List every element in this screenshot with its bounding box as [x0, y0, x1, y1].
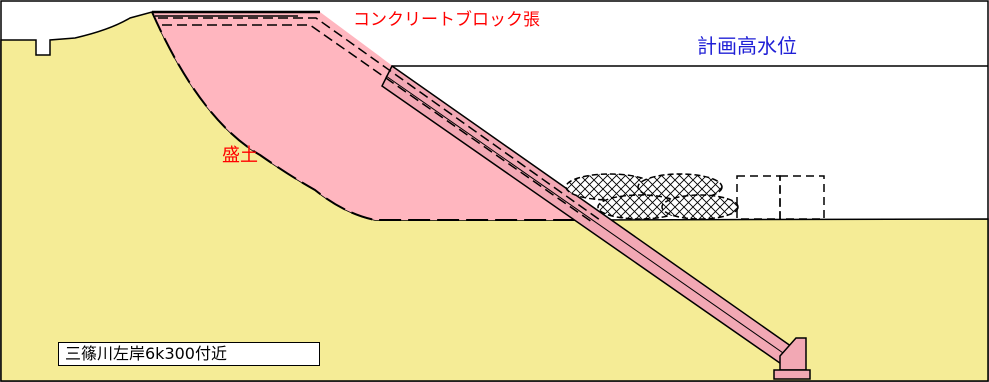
toe-base	[773, 369, 811, 380]
slope-dashed-line-lower	[162, 24, 593, 223]
fill-boundary-line	[151, 11, 600, 221]
gabion-mound	[661, 194, 739, 220]
high-water-level-label: 計画高水位	[697, 34, 797, 58]
toe-foundation	[779, 337, 807, 371]
fill-label: 盛土	[222, 145, 258, 166]
planned-block	[779, 175, 825, 220]
slope-dashed-line-upper	[158, 17, 601, 221]
slab-inner-line	[385, 75, 797, 363]
concrete-block-label: コンクリートブロック張	[353, 10, 540, 30]
planned-block	[736, 175, 781, 220]
location-label: 三篠川左岸6k300付近	[58, 342, 320, 366]
embankment-fill	[152, 12, 600, 220]
